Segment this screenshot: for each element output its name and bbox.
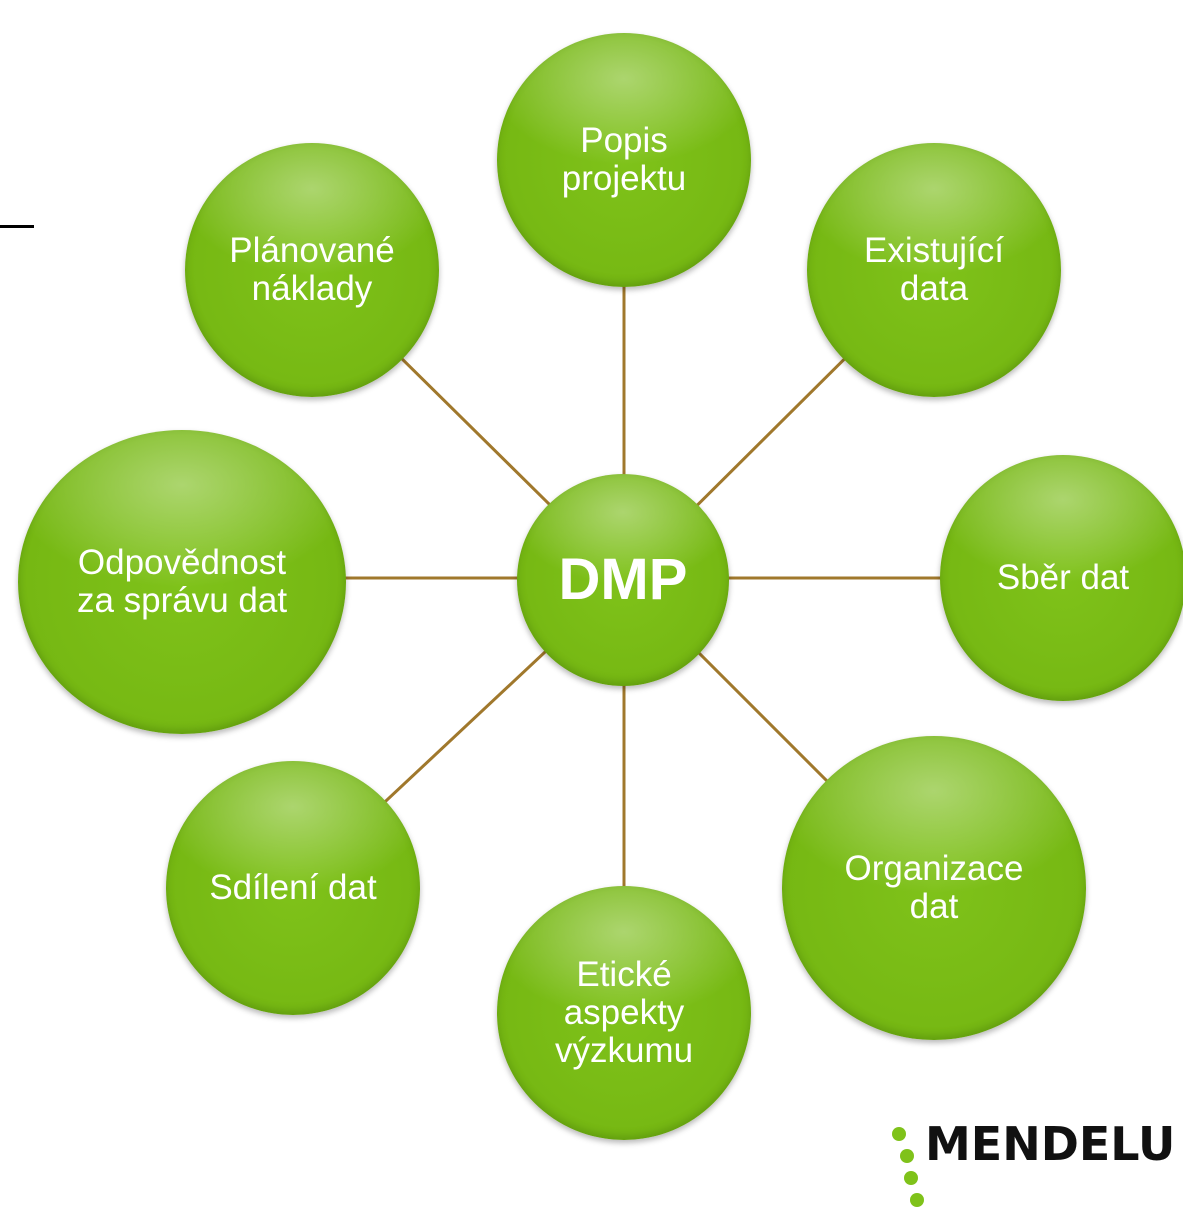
logo-dot bbox=[904, 1171, 918, 1185]
logo-wordmark: MENDELU bbox=[925, 1117, 1176, 1171]
node-label: Plánované náklady bbox=[229, 231, 395, 308]
node-center-dmp: DMP bbox=[517, 474, 729, 686]
node-popis-projektu: Popis projektu bbox=[497, 33, 751, 287]
center-label: DMP bbox=[558, 546, 688, 612]
node-eticke-aspekty: Etické aspekty výzkumu bbox=[497, 886, 751, 1140]
node-planovane-naklady: Plánované náklady bbox=[185, 143, 439, 397]
node-label: Existující data bbox=[863, 231, 1005, 308]
node-label: Etické aspekty výzkumu bbox=[554, 955, 694, 1070]
dash-mark bbox=[0, 225, 34, 228]
logo-dot bbox=[900, 1149, 914, 1163]
mendelu-logo: MENDELU bbox=[880, 1115, 1180, 1215]
node-existujici-data: Existující data bbox=[807, 143, 1061, 397]
logo-dot bbox=[910, 1193, 924, 1207]
node-label: Sběr dat bbox=[996, 558, 1130, 598]
node-label: Popis projektu bbox=[561, 121, 687, 198]
node-label: Organizace dat bbox=[844, 849, 1024, 926]
logo-dot bbox=[892, 1127, 906, 1141]
node-sdileni-dat: Sdílení dat bbox=[166, 761, 420, 1015]
node-odpovednost: Odpovědnost za správu dat bbox=[18, 430, 346, 734]
node-sber-dat: Sběr dat bbox=[940, 455, 1183, 701]
node-label: Sdílení dat bbox=[209, 868, 377, 908]
node-label: Odpovědnost za správu dat bbox=[76, 543, 288, 620]
node-organizace-dat: Organizace dat bbox=[782, 736, 1086, 1040]
